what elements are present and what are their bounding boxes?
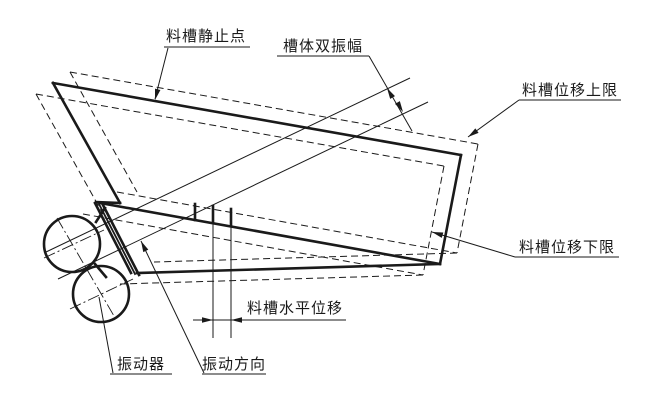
leader-lower-limit <box>431 231 619 258</box>
vibrator-wheel-lower <box>71 264 131 324</box>
label-horizontal-displacement: 料槽水平位移 <box>247 300 343 317</box>
trough-top-edge <box>51 81 463 157</box>
leader-static-point <box>154 46 250 100</box>
leader-upper-limit <box>467 99 621 138</box>
leader-line <box>140 240 205 374</box>
trough-ledge <box>94 200 122 205</box>
label-double-amplitude: 槽体双振幅 <box>283 38 363 55</box>
wheel-centerline-lower <box>69 278 134 310</box>
vibration-axis-lines <box>45 77 429 280</box>
wheel-centerline-shared <box>56 217 115 317</box>
label-static-point: 料槽静止点 <box>166 28 246 45</box>
leader-arrow <box>432 232 444 238</box>
amplitude-arrow-lower <box>395 101 403 112</box>
leader-line <box>98 296 114 374</box>
mount-bracket <box>94 206 107 224</box>
trough-static-outline <box>51 81 463 275</box>
leader-vibration-direction <box>140 240 266 375</box>
label-vibration-direction: 振动方向 <box>202 356 266 373</box>
label-vibrator: 振动器 <box>117 356 165 373</box>
mount-plate-line <box>101 203 141 277</box>
label-upper-limit: 料槽位移上限 <box>522 82 618 99</box>
mount-plate-line <box>97 202 137 276</box>
trough-right-edge <box>438 153 463 266</box>
vibrator-assembly <box>42 201 141 324</box>
wheel-centerline-upper <box>43 229 105 259</box>
dim-arrow <box>231 317 242 323</box>
leader-arrow <box>468 128 479 137</box>
leader-arrow <box>155 88 161 100</box>
trough-left-edge <box>51 81 122 205</box>
mount-bracket <box>93 262 108 279</box>
amplitude-arrow-upper <box>387 88 395 99</box>
label-lower-limit: 料槽位移下限 <box>519 239 615 256</box>
vibration-direction-arrow <box>141 241 149 253</box>
horizontal-displacement-dimension <box>193 202 346 338</box>
lower-limit-outline <box>35 93 445 285</box>
leader-line <box>431 231 516 258</box>
vibrator-wheel-upper <box>42 214 102 274</box>
trough-underside-edge <box>135 262 442 275</box>
dim-arrow <box>202 317 213 323</box>
trough-floor-edge <box>98 201 442 266</box>
leader-vibrator <box>98 296 172 375</box>
leader-double-amplitude <box>277 55 413 132</box>
upper-limit-outline <box>69 71 479 263</box>
